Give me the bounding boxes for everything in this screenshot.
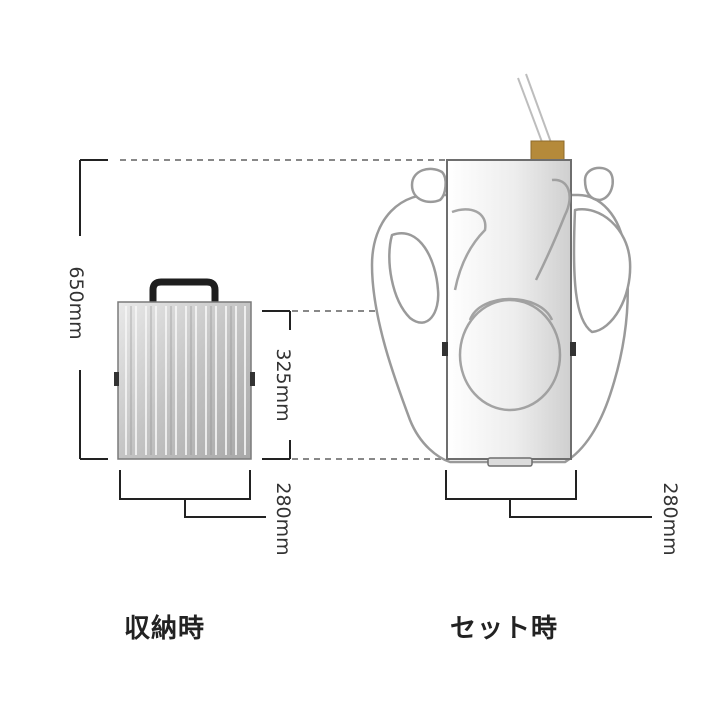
- case-handle: [149, 278, 219, 305]
- figure-shoulders: [468, 297, 554, 321]
- case-ribs: [125, 306, 246, 455]
- figure-right-knee: [572, 208, 632, 334]
- set-width-bracket: [445, 470, 652, 518]
- figure-left-foot: [410, 167, 447, 204]
- stowed-width-bracket: [119, 470, 266, 518]
- hanging-tab: [530, 140, 565, 162]
- stowed-width-label: 280mm: [272, 482, 294, 555]
- total-height-bracket: [79, 159, 108, 460]
- stowed-case-illustration: [114, 278, 255, 460]
- hanging-rope-2: [525, 73, 554, 149]
- figure-left-knee: [388, 232, 440, 324]
- case-latch-left: [114, 372, 119, 386]
- hanging-rope-1: [517, 77, 546, 151]
- set-caption: セット時: [450, 614, 559, 644]
- figure-right-arm: [534, 178, 571, 281]
- set-width-label: 280mm: [659, 482, 681, 555]
- set-panel: [446, 159, 572, 460]
- figure-left-arm: [451, 208, 487, 291]
- reference-lines: [120, 159, 448, 460]
- stowed-height-bracket: [262, 310, 291, 460]
- stowed-height-label: 325mm: [272, 348, 294, 421]
- panel-bottom-handle: [487, 457, 533, 467]
- stowed-caption: 収納時: [124, 614, 206, 644]
- set-panel-illustration: [442, 73, 576, 467]
- figure-right-foot: [583, 166, 614, 202]
- total-height-label: 650mm: [65, 266, 87, 339]
- case-rib-shadows: [130, 306, 232, 455]
- case-latch-right: [250, 372, 255, 386]
- panel-hinge-right: [570, 342, 576, 356]
- figure-through-panel: [451, 178, 571, 412]
- panel-hinge-left: [442, 342, 448, 356]
